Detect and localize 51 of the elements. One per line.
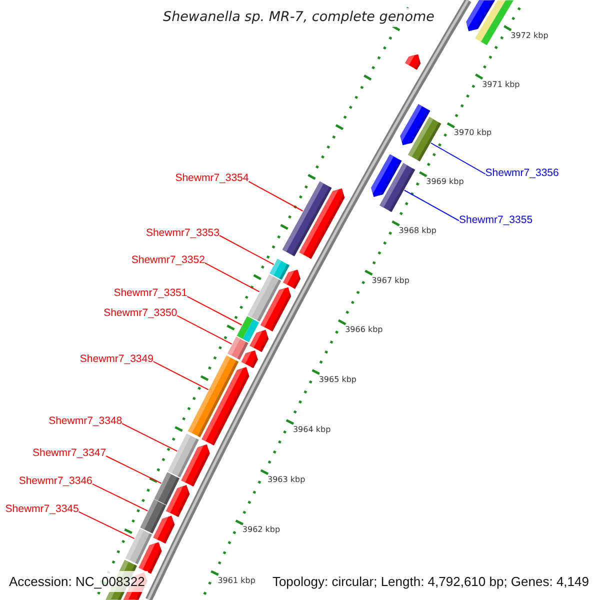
gene-feature — [250, 330, 268, 352]
gene-bar — [236, 316, 260, 342]
leader-line — [219, 235, 274, 266]
gene-label: Shewmr7_3355 — [458, 214, 533, 227]
tick-label: 3972 kbp — [510, 31, 548, 42]
leader-line — [92, 483, 148, 512]
gene-label: Shewmr7_3345 — [5, 502, 79, 516]
tick-label: 3966 kbp — [345, 325, 383, 336]
gene-bar — [408, 116, 442, 162]
leader-line — [122, 423, 178, 452]
leader-line — [248, 181, 304, 212]
leader-line — [78, 511, 135, 540]
gene-label: Shewmr7_3351 — [114, 287, 188, 300]
leader-line — [106, 456, 162, 484]
gene-label: Shewmr7_3348 — [48, 414, 122, 428]
tick-label: 3970 kbp — [454, 128, 492, 138]
accession-note: Accession: NC_008322 — [6, 571, 148, 592]
tick-label: 3963 kbp — [267, 475, 306, 486]
gene-feature — [405, 54, 420, 70]
gene-feature — [138, 542, 162, 574]
tick-label: 3965 kbp — [318, 375, 357, 385]
gene-feature — [153, 516, 175, 544]
leader-line — [176, 315, 232, 345]
gene-feature — [166, 485, 190, 517]
tick-label: 3967 kbp — [372, 276, 410, 286]
gene-label: Shewmr7_3354 — [175, 172, 249, 186]
gene-bar — [380, 163, 416, 212]
gene-label: Shewmr7_3347 — [32, 447, 106, 460]
gene-feature — [283, 270, 300, 289]
tick-label: 3968 kbp — [398, 226, 436, 236]
gene-feature — [260, 287, 291, 332]
gene-feature — [299, 188, 345, 259]
leader-line — [152, 361, 209, 390]
gene-label: Shewmr7_3349 — [80, 352, 154, 366]
tick-label: 3961 kbp — [218, 576, 256, 586]
leader-line — [186, 296, 242, 326]
leader-line — [430, 142, 486, 174]
gene-label: Shewmr7_3356 — [485, 166, 559, 180]
gene-feature — [241, 350, 258, 368]
gene-feature — [181, 444, 210, 486]
tick-label: 3971 kbp — [482, 80, 520, 90]
gene-label: Shewmr7_3350 — [104, 306, 178, 320]
leader-line — [404, 190, 460, 222]
tick-label: 3969 kbp — [426, 177, 464, 188]
tick-label: 3964 kbp — [292, 424, 331, 435]
gene-label: Shewmr7_3352 — [131, 254, 205, 267]
gene-label: Shewmr7_3353 — [146, 226, 220, 240]
tick-label: 3962 kbp — [242, 525, 280, 536]
gene-feature — [202, 367, 250, 446]
gene-label: Shewmr7_3346 — [18, 474, 92, 488]
leader-line — [204, 262, 260, 292]
